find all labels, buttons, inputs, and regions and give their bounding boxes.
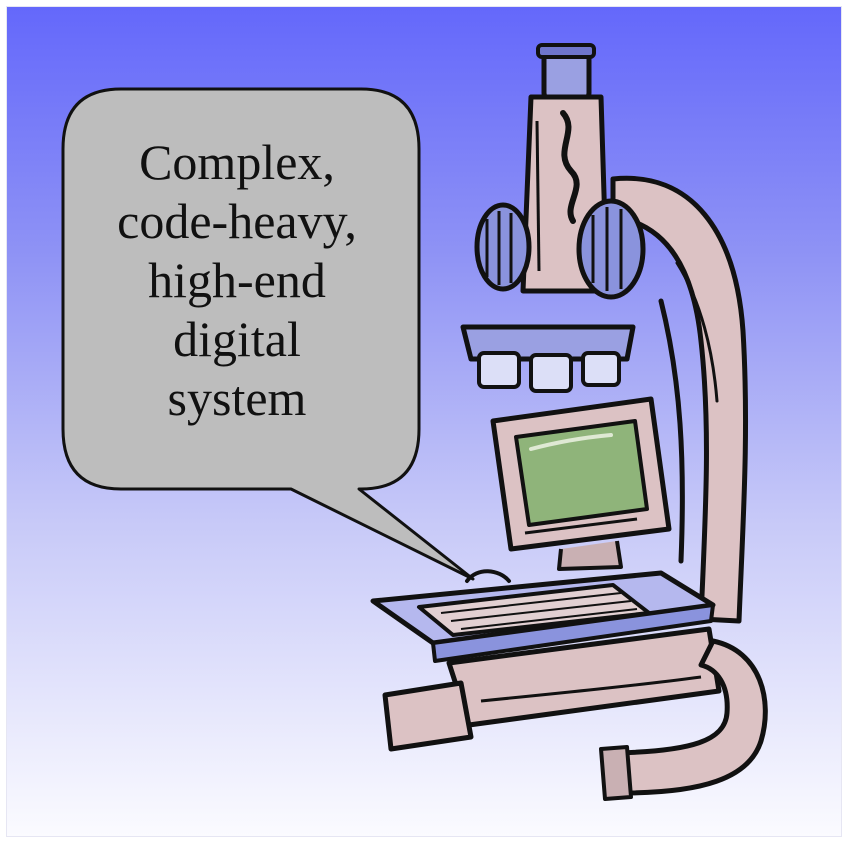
speech-line: Complex, — [139, 134, 335, 190]
speech-bubble — [61, 87, 475, 581]
speech-line: code-heavy, — [117, 193, 357, 249]
microscope-illustration — [61, 43, 768, 801]
focus-knobs — [474, 198, 646, 300]
speech-line: system — [167, 370, 307, 426]
microscope-arm — [610, 175, 749, 624]
stage-with-keyboard — [370, 569, 716, 663]
speech-line: high-end — [148, 252, 326, 308]
speech-line: digital — [173, 311, 301, 367]
objective-turret — [460, 324, 636, 393]
clipart-panel: Complex, code-heavy, high-end digital sy… — [6, 6, 842, 837]
monitor — [490, 396, 672, 571]
microscope-base — [382, 626, 768, 801]
speech-bubble-text: Complex, code-heavy, high-end digital sy… — [67, 133, 407, 428]
